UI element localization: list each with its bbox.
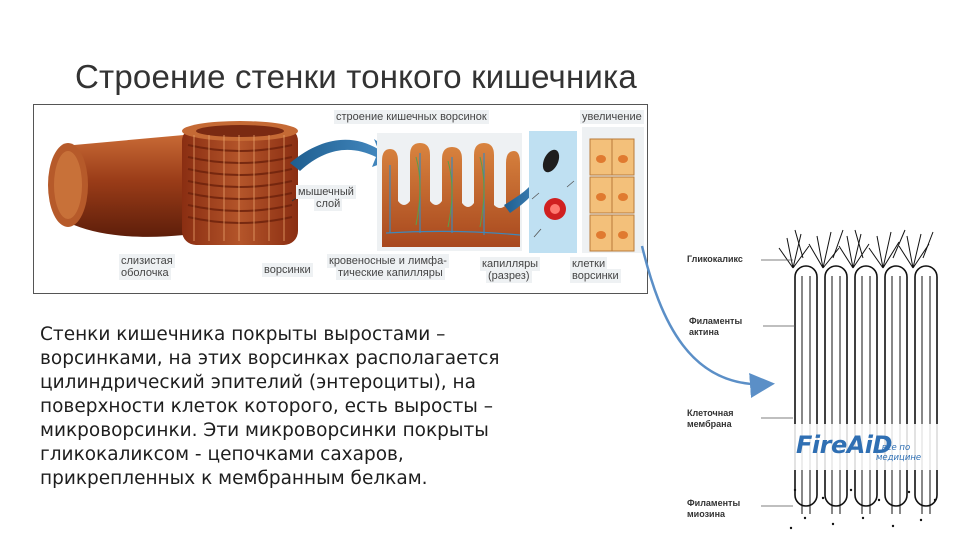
label-muscle-layer-2: слой xyxy=(314,197,343,211)
body-paragraph: Стенки кишечника покрыты выростами – вор… xyxy=(40,323,640,491)
body-line: Стенки кишечника покрыты выростами – xyxy=(40,324,446,345)
microvilli-illustration: Гликокаликс Филаменты актина Клеточная м… xyxy=(683,228,943,534)
label-vessels-2: тические капилляры xyxy=(336,266,445,280)
connector-arrow xyxy=(640,245,775,398)
body-line: цилиндрический эпителий (энтероциты), на xyxy=(40,372,476,393)
label-myosin-2: миозина xyxy=(687,509,726,519)
body-line: прикрепленных к мембранным белкам. xyxy=(40,468,428,489)
label-muscle-layer-1: мышечный xyxy=(296,185,356,199)
label-capillary-1: капилляры xyxy=(480,257,541,271)
villi-panel xyxy=(377,133,522,251)
slide-title: Строение стенки тонкого кишечника xyxy=(75,58,637,95)
label-mucosa-2: оболочка xyxy=(119,266,171,280)
label-vessels-1: кровеносные и лимфа- xyxy=(327,254,449,268)
label-actin-2: актина xyxy=(689,327,719,337)
label-glycocalyx: Гликокаликс xyxy=(687,254,743,264)
label-membrane-2: мембрана xyxy=(687,419,732,429)
watermark-logo: FireAiD xyxy=(796,431,892,459)
microvilli-drawing xyxy=(761,229,939,530)
intestine-wall-illustration: строение кишечных ворсинок увеличение мы… xyxy=(33,104,648,294)
body-line: поверхности клеток которого, есть вырост… xyxy=(40,396,494,417)
capillary-panel xyxy=(529,131,577,253)
label-actin-1: Филаменты xyxy=(689,316,743,326)
zoom-arrow-1 xyxy=(290,139,400,171)
label-cells-2: ворсинки xyxy=(570,269,621,283)
intestine-cut-section xyxy=(182,121,305,245)
body-line: гликокаликсом - цепочками сахаров, xyxy=(40,444,404,465)
intestine-tube xyxy=(48,135,184,237)
label-magnification: увеличение xyxy=(580,110,644,124)
label-myosin-1: Филаменты xyxy=(687,498,741,508)
label-membrane-1: Клеточная xyxy=(687,408,734,418)
label-villi-structure: строение кишечных ворсинок xyxy=(334,110,489,124)
body-line: ворсинками, на этих ворсинках располагае… xyxy=(40,348,500,369)
villus-cells-panel xyxy=(582,127,644,253)
label-capillary-2: (разрез) xyxy=(486,269,532,283)
watermark-tagline: - все по медицине xyxy=(876,443,922,463)
intestine-wall-drawing xyxy=(48,121,644,253)
label-cells-1: клетки xyxy=(570,257,608,271)
label-mucosa-1: слизистая xyxy=(119,254,175,268)
body-line: микроворсинки. Эти микроворсинки покрыты xyxy=(40,420,489,441)
label-villi: ворсинки xyxy=(262,263,313,277)
